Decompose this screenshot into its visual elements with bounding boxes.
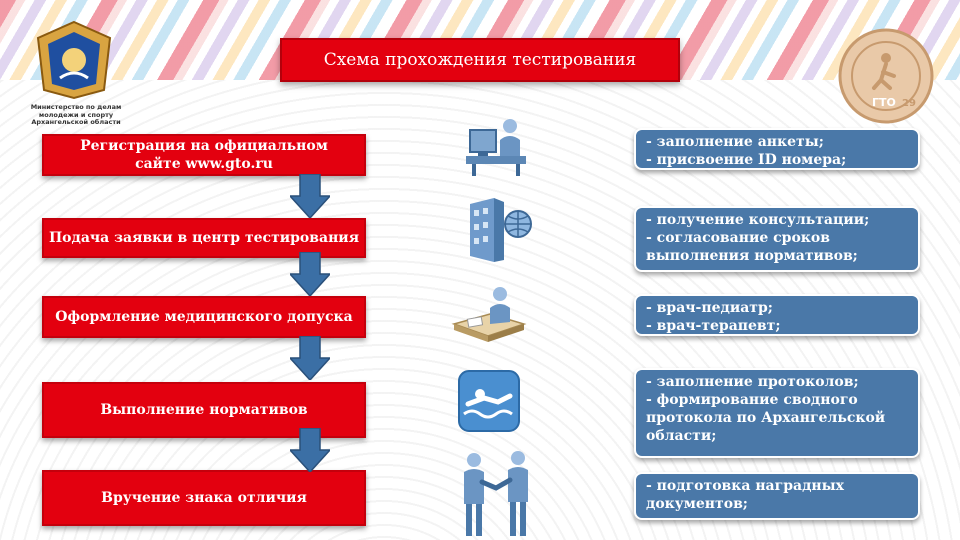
doctor-desk-icon	[451, 287, 527, 342]
swimmer-icon	[458, 370, 520, 432]
note-registration: - заполнение анкеты; - присвоение ID ном…	[634, 128, 920, 170]
down-arrow-icon	[290, 336, 330, 380]
note-application: - получение консультации; - согласование…	[634, 206, 920, 272]
note-medical: - врач-педиатр; - врач-терапевт;	[634, 294, 920, 336]
step-performing-standards: Выполнение нормативов	[42, 382, 366, 438]
ministry-name: Министерство по делам молодежи и спорту …	[30, 103, 122, 126]
handshake-icon	[464, 451, 528, 536]
step-award: Вручение знака отличия	[42, 470, 366, 526]
down-arrow-icon	[290, 428, 330, 472]
step-registration: Регистрация на официальном сайте www.gto…	[42, 134, 366, 176]
ministry-emblem-icon	[36, 20, 112, 100]
computer-user-icon	[466, 119, 526, 176]
building-globe-icon	[470, 198, 532, 262]
note-standards: - заполнение протоколов; - формирование …	[634, 368, 920, 458]
gto-logo-label: ГТО	[872, 96, 896, 109]
gto-emblem-icon: ГТО 29	[838, 28, 934, 124]
down-arrow-icon	[290, 174, 330, 218]
note-award: - подготовка наградных документов;	[634, 472, 920, 520]
page-title: Схема прохождения тестирования	[280, 38, 680, 82]
down-arrow-icon	[290, 252, 330, 296]
gto-logo-number: 29	[902, 98, 916, 109]
step-medical-clearance: Оформление медицинского допуска	[42, 296, 366, 338]
